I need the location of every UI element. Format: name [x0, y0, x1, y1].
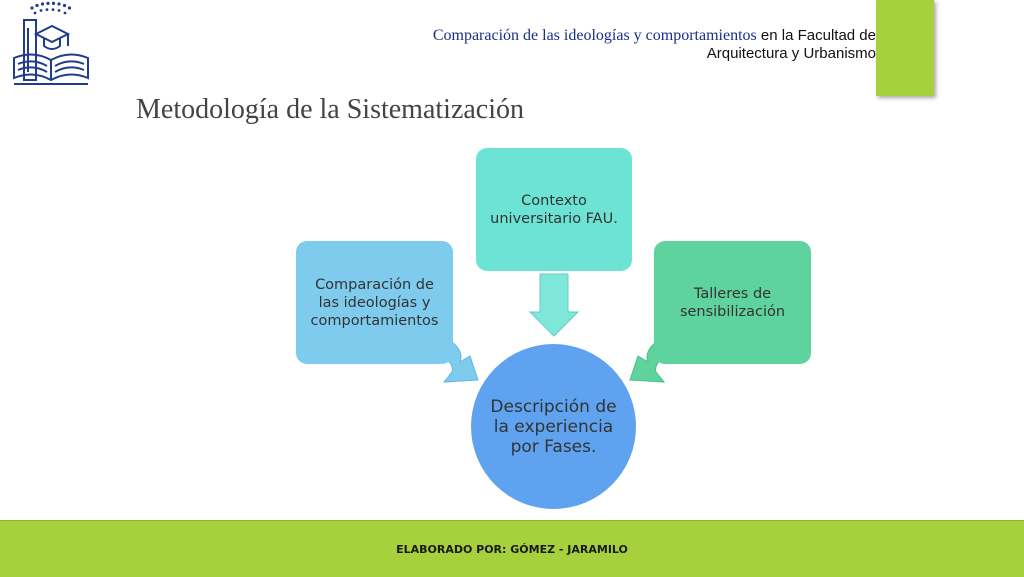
arrow-down-icon: [528, 273, 580, 337]
page-title: Metodología de la Sistematización: [136, 94, 525, 125]
header-line1-serif: Comparación de las ideologías y comporta…: [432, 27, 757, 44]
green-tab-decoration: [876, 0, 934, 96]
box-comparacion: Comparación de las ideologías y comporta…: [296, 241, 453, 364]
box-comparacion-label: Comparación de las ideologías y comporta…: [310, 276, 439, 329]
footer-credit: ELABORADO POR: GÓMEZ - JARAMILO: [396, 542, 628, 556]
header-line2: Arquitectura y Urbanismo: [706, 45, 876, 62]
box-talleres: Talleres de sensibilización: [654, 241, 811, 364]
box-contexto: Contexto universitario FAU.: [476, 148, 632, 271]
header-text: Comparación de las ideologías y comporta…: [433, 26, 876, 63]
box-talleres-label: Talleres de sensibilización: [679, 285, 786, 320]
book-graduation-cap-logo-icon: [13, 1, 89, 85]
header-line1-sans: en la Facultad de: [756, 27, 876, 44]
footer-bar: ELABORADO POR: GÓMEZ - JARAMILO: [0, 520, 1024, 577]
center-circle: Descripción de la experiencia por Fases.: [471, 344, 636, 509]
box-contexto-label: Contexto universitario FAU.: [490, 192, 618, 227]
center-circle-label: Descripción de la experiencia por Fases.: [490, 396, 617, 457]
